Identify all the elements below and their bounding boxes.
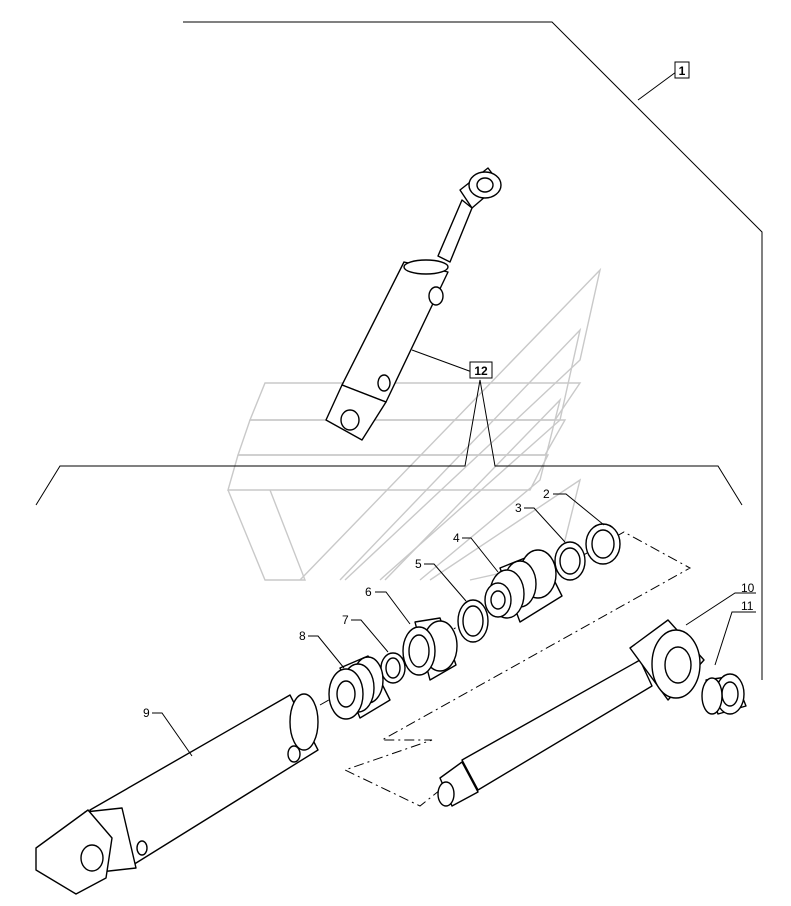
callout-label-5: 5: [415, 557, 422, 571]
part-10-piston-rod: 10: [437, 581, 756, 807]
part-5-o-ring: 5: [415, 557, 489, 643]
part-4-piston: 4: [453, 531, 563, 623]
callout-label-7: 7: [342, 613, 349, 627]
callout-box-12: [469, 361, 493, 379]
callout-label-3: 3: [515, 501, 522, 515]
callout-label-12: 12: [474, 364, 488, 378]
callout-label-1: 1: [679, 64, 686, 78]
callout-label-9: 9: [143, 706, 150, 720]
part-3-o-ring: 3: [515, 501, 586, 581]
callout-label-8: 8: [299, 629, 306, 643]
callout-label-10: 10: [741, 581, 755, 595]
callout-label-4: 4: [453, 531, 460, 545]
assembly-axis-line: [319, 531, 692, 807]
callout-label-2: 2: [543, 487, 550, 501]
assembly-bracket: 1: [183, 21, 763, 680]
watermark-logo: [227, 267, 602, 581]
kit-bracket: 12: [35, 349, 743, 506]
assembled-cylinder-illustration: [325, 167, 502, 441]
part-7-o-ring: 7: [342, 613, 406, 684]
part-2-seal-ring: 2: [543, 487, 621, 565]
part-11-bushing: 11: [701, 599, 756, 715]
part-9-cylinder-barrel: 9: [35, 693, 319, 895]
callout-label-6: 6: [365, 585, 372, 599]
callout-box-1: [674, 61, 690, 79]
part-8-cylinder-head: 8: [299, 629, 391, 720]
callout-label-11: 11: [741, 599, 754, 613]
part-6-guide-bushing: 6: [365, 585, 458, 681]
